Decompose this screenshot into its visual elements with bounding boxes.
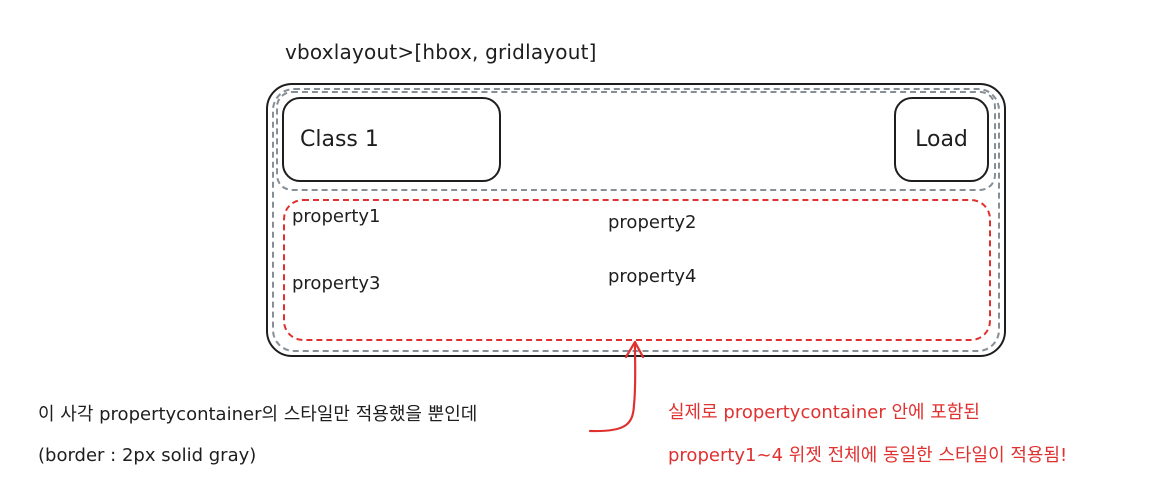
hbox-dashed-outline bbox=[276, 91, 996, 191]
property-3: property3 bbox=[292, 273, 381, 294]
load-button[interactable]: Load bbox=[894, 97, 989, 182]
class-label: Class 1 bbox=[300, 127, 379, 152]
diagram-title: vboxlayout>[hbox, gridlayout] bbox=[285, 40, 597, 64]
note-right-line-2: property1~4 위젯 전체에 동일한 스타일이 적용됨! bbox=[668, 445, 1068, 466]
note-left-line-2: (border : 2px solid gray) bbox=[38, 445, 257, 466]
property-2: property2 bbox=[608, 212, 697, 233]
load-label: Load bbox=[915, 127, 968, 152]
note-left-line-1: 이 사각 propertycontainer의 스타일만 적용했을 뿐인데 bbox=[38, 404, 478, 425]
class-box: Class 1 bbox=[282, 97, 501, 182]
arrow-line bbox=[588, 343, 637, 433]
note-right-line-1: 실제로 propertycontainer 안에 포함된 bbox=[668, 402, 980, 423]
property-1: property1 bbox=[292, 206, 381, 227]
property-4: property4 bbox=[608, 266, 697, 287]
property-container-grid bbox=[283, 199, 991, 341]
